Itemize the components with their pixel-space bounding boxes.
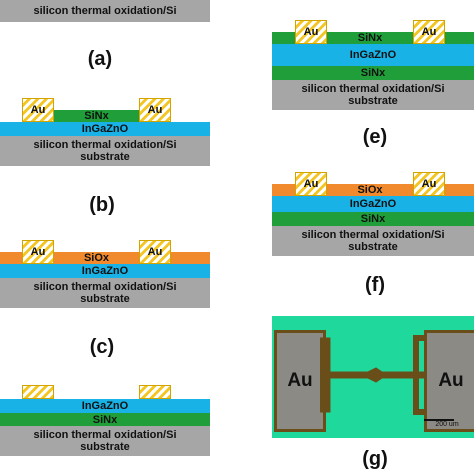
siox-layer-f: SiOx [327,184,413,196]
au-electrode-d-right [139,385,171,399]
caption-c: (c) [89,336,115,358]
siox-layer-f-edge-left [272,184,295,196]
caption-e: (e) [362,126,388,148]
substrate-layer-c: silicon thermal oxidation/Si substrate [0,278,210,308]
caption-g: (g) [362,448,388,470]
right-trace-shape [413,335,424,415]
substrate-line1-f: silicon thermal oxidation/Si [301,229,445,241]
au-electrode-c-left: Au [22,240,54,264]
sinx-bottom-layer-e: SiNx [272,66,474,80]
caption-b: (b) [89,194,115,216]
sinx-layer-e-edge-left [272,32,295,44]
au-electrode-f-left: Au [295,172,327,196]
substrate-label-a: silicon thermal oxidation/Si [33,5,177,17]
channel-traces [320,335,454,421]
scale-bar-label: 200 um [435,421,459,428]
au-electrode-c-right: Au [139,240,171,264]
caption-a: (a) [87,48,113,70]
substrate-layer-b: silicon thermal oxidation/Si substrate [0,136,210,166]
sinx-layer-e-edge-right [445,32,474,44]
siox-layer-c-edge-left [0,252,22,264]
device-micrograph: Au Au 200 um [272,316,474,438]
au-electrode-e-left: Au [295,20,327,44]
sinx-top-layer-e: SiNx [327,32,413,44]
substrate-layer-f: silicon thermal oxidation/Si substrate [272,226,474,256]
sinx-layer-d: SiNx [0,413,210,426]
substrate-line2-d: substrate [80,441,130,453]
sinx-layer-b: SiNx [54,110,139,122]
au-electrode-b-right: Au [139,98,171,122]
substrate-line1-e: silicon thermal oxidation/Si [301,83,445,95]
substrate-layer-e: silicon thermal oxidation/Si substrate [272,80,474,110]
siox-layer-c-edge-right [171,252,210,264]
substrate-line1-d: silicon thermal oxidation/Si [33,429,177,441]
au-pad-right: Au [424,330,474,432]
igzo-layer-f: InGaZnO [272,196,474,212]
substrate-line2-c: substrate [80,293,130,305]
substrate-line2-e: substrate [348,95,398,107]
substrate-line1-b: silicon thermal oxidation/Si [33,139,177,151]
siox-layer-f-edge-right [445,184,474,196]
siox-layer-c: SiOx [54,252,139,264]
substrate-line2-b: substrate [80,151,130,163]
igzo-layer-b: InGaZnO [0,122,210,136]
substrate-line2-f: substrate [348,241,398,253]
substrate-line1-c: silicon thermal oxidation/Si [33,281,177,293]
au-electrode-b-left: Au [22,98,54,122]
au-electrode-d-left [22,385,54,399]
sinx-layer-f: SiNx [272,212,474,226]
au-electrode-e-right: Au [413,20,445,44]
substrate-layer-a: substrate silicon thermal oxidation/Si [0,0,210,22]
igzo-layer-c: InGaZnO [0,264,210,278]
caption-f: (f) [365,274,385,296]
au-pad-left: Au [274,330,326,432]
igzo-layer-d: InGaZnO [0,399,210,413]
au-electrode-f-right: Au [413,172,445,196]
substrate-layer-d: silicon thermal oxidation/Si substrate [0,426,210,456]
igzo-layer-e: InGaZnO [272,44,474,66]
left-trace-shape [320,337,425,413]
